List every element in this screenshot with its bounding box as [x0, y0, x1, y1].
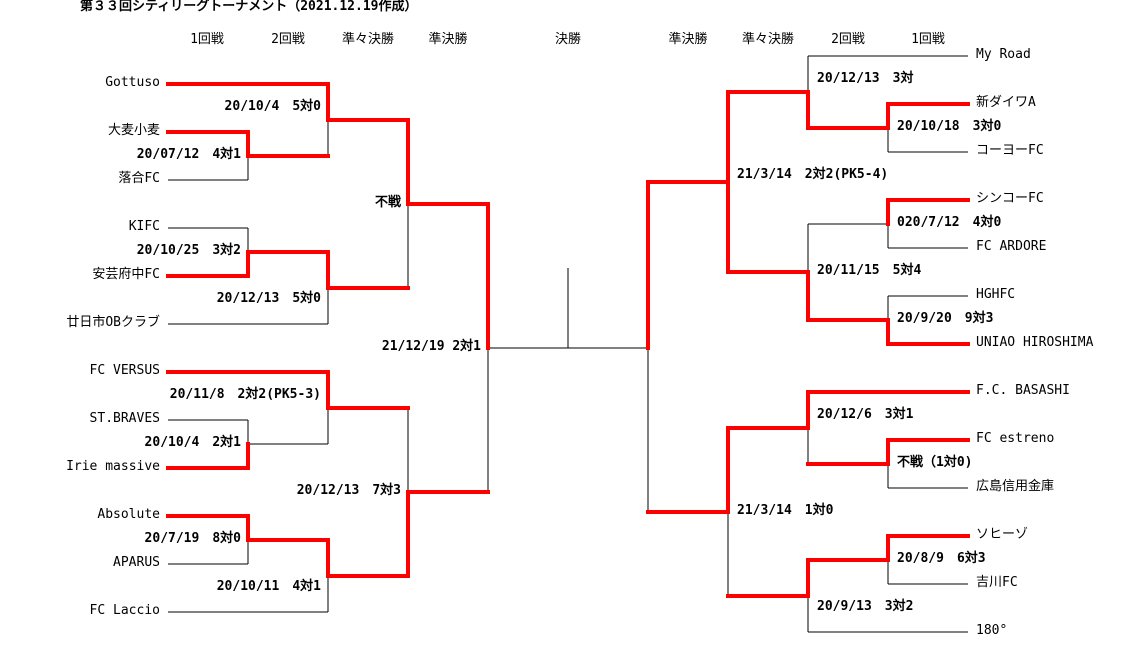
team-right: UNIAO HIROSHIMA [976, 335, 1094, 350]
team-left: ST.BRAVES [89, 411, 160, 426]
team-right: FC estreno [976, 431, 1055, 446]
team-right: 広島信用金庫 [976, 479, 1055, 494]
team-left: KIFC [128, 219, 160, 234]
match-result: 20/7/19 8対0 [144, 531, 241, 546]
team-left: APARUS [113, 555, 160, 570]
round-header-right-1: 準決勝 [668, 32, 708, 47]
round-header-final: 決勝 [554, 32, 582, 47]
match-result: 20/12/13 3対 [817, 71, 914, 86]
match-result: 20/10/4 5対0 [224, 99, 321, 114]
team-right: FC ARDORE [976, 239, 1047, 254]
match-result: 20/11/8 2対2(PK5-3) [169, 387, 321, 402]
team-left: FC VERSUS [89, 363, 160, 378]
team-right: 吉川FC [976, 575, 1018, 590]
team-right: ソヒーゾ [976, 527, 1029, 542]
round-header-right-4: 1回戦 [911, 32, 945, 47]
team-right: F.C. BASASHI [976, 383, 1070, 398]
team-left: Absolute [97, 507, 160, 522]
team-left: Gottuso [105, 75, 160, 90]
round-header-left-1: 1回戦 [190, 32, 224, 47]
match-result: 不戦（1対0) [897, 455, 973, 470]
team-right: HGHFC [976, 287, 1016, 302]
page-title: 第３３回シティリーグトーナメント（2021.12.19作成） [80, 0, 418, 14]
team-right: 新ダイワA [976, 95, 1036, 110]
match-result: 20/9/13 3対2 [817, 599, 914, 614]
round-header-right-3: 2回戦 [831, 32, 865, 47]
round-header-left-4: 準決勝 [428, 32, 468, 47]
round-header-left-2: 2回戦 [271, 32, 305, 47]
team-right: 180° [976, 623, 1008, 638]
match-result: 20/11/15 5対4 [817, 263, 922, 278]
round-header-right-2: 準々決勝 [741, 32, 795, 47]
team-left: 安芸府中FC [92, 267, 160, 282]
match-result: 20/12/6 3対1 [817, 407, 914, 422]
team-left: FC Laccio [89, 603, 160, 618]
bracket-thin-lines [168, 55, 968, 633]
team-left: 落合FC [118, 171, 160, 186]
match-result: 20/12/13 5対0 [216, 291, 321, 306]
round-header-left-3: 準々決勝 [341, 32, 395, 47]
match-result: 20/10/4 2対1 [144, 435, 241, 450]
team-left: 大麦小麦 [107, 123, 160, 138]
team-right: シンコーFC [976, 191, 1044, 206]
match-result: 21/3/14 2対2(PK5-4) [737, 167, 889, 182]
match-result: 不戦 [374, 195, 401, 210]
match-result: 20/10/18 3対0 [897, 119, 1002, 134]
team-left: Irie massive [66, 459, 160, 474]
bracket-winner-lines [166, 82, 970, 598]
match-result: 20/10/25 3対2 [136, 243, 241, 258]
match-result: 21/12/19 2対1 [381, 339, 481, 354]
match-result: 20/9/20 9対3 [897, 311, 994, 326]
match-result: 20/10/11 4対1 [216, 579, 321, 594]
match-result: 21/3/14 1対0 [737, 503, 834, 518]
match-result: 20/12/13 7対3 [296, 483, 401, 498]
match-result: 20/8/9 6対3 [897, 551, 986, 566]
team-right: My Road [976, 47, 1031, 62]
match-result: 20/07/12 4対1 [136, 147, 241, 162]
match-result: 020/7/12 4対0 [897, 215, 1002, 230]
team-right: コーヨーFC [976, 143, 1044, 158]
team-left: 廿日市OBクラブ [66, 315, 160, 330]
